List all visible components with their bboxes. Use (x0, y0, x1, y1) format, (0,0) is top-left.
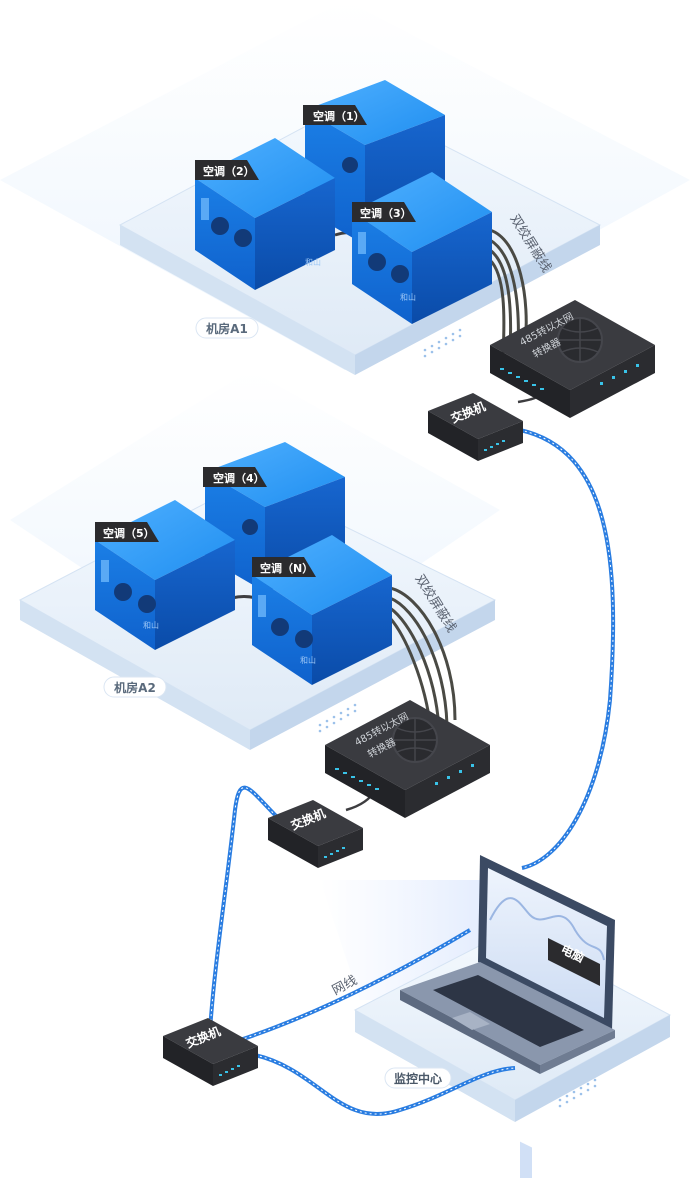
svg-text:空调（5）: 空调（5） (103, 526, 155, 540)
switch-3[interactable]: 交换机 (163, 1018, 258, 1086)
switch-1[interactable]: 交换机 (428, 393, 523, 461)
ac-unit-2-vent (211, 217, 229, 235)
svg-text:监控中心: 监控中心 (394, 1071, 442, 1086)
converter-1[interactable]: 485转以太网 转换器 (490, 300, 655, 418)
ac-unit-3-panel (358, 232, 366, 254)
ac-unit-2-panel (201, 198, 209, 220)
ac-unit-n[interactable]: 和山 空调（N） (252, 535, 392, 685)
ac-unit-3-vent (391, 265, 409, 283)
monitor-center-label: 监控中心 (384, 1067, 452, 1089)
ac-unit-n-vent (295, 630, 313, 648)
ac-unit-3-vent (368, 253, 386, 271)
ac-unit-1-label: 空调（1） (303, 105, 367, 125)
network-cable-switch3-loop (254, 1053, 516, 1117)
ac-unit-5-vent (138, 595, 156, 613)
switch-2[interactable]: 交换机 (268, 800, 363, 868)
ac-unit-3-brand: 和山 (400, 292, 416, 302)
room-a2-label: 机房A2 (103, 676, 167, 698)
network-cable-switch1-to-laptop (519, 428, 616, 870)
ac-unit-5-label: 空调（5） (95, 522, 159, 542)
keyboard[interactable] (433, 975, 584, 1047)
ac-unit-n-panel (258, 595, 266, 617)
ac-unit-2-brand: 和山 (305, 257, 321, 267)
ac-unit-3[interactable]: 和山 空调（3） (352, 172, 492, 324)
ac-unit-2-label: 空调（2） (195, 160, 259, 180)
ac-unit-2-vent (234, 229, 252, 247)
ac-unit-5[interactable]: 和山 空调（5） (95, 500, 235, 650)
svg-text:机房A2: 机房A2 (114, 680, 156, 695)
svg-text:机房A1: 机房A1 (206, 321, 248, 336)
ac-unit-n-vent (271, 618, 289, 636)
ac-unit-n-label: 空调（N） (252, 557, 316, 577)
svg-text:空调（1）: 空调（1） (313, 109, 365, 123)
ac-unit-5-panel (101, 560, 109, 582)
converter-2[interactable]: 485转以太网 转换器 (325, 700, 490, 818)
ac-unit-2[interactable]: 和山 空调（2） (195, 138, 335, 290)
ac-unit-5-vent (114, 583, 132, 601)
svg-text:空调（N）: 空调（N） (260, 561, 313, 575)
trackpad[interactable] (452, 1012, 490, 1030)
network-cable-switch2-to-switch3 (208, 785, 282, 1031)
ac-unit-5-brand: 和山 (143, 620, 159, 630)
room-a1-label: 机房A1 (195, 317, 259, 339)
ac-unit-4-label: 空调（4） (203, 467, 267, 487)
svg-text:空调（3）: 空调（3） (360, 206, 412, 220)
ac-unit-3-label: 空调（3） (352, 202, 416, 222)
svg-text:空调（2）: 空调（2） (203, 164, 255, 178)
laptop[interactable]: 电脑 (400, 855, 615, 1178)
svg-text:空调（4）: 空调（4） (213, 471, 265, 485)
ac-unit-n-brand: 和山 (300, 655, 316, 665)
network-cable-switch3-to-laptop (239, 928, 472, 1042)
